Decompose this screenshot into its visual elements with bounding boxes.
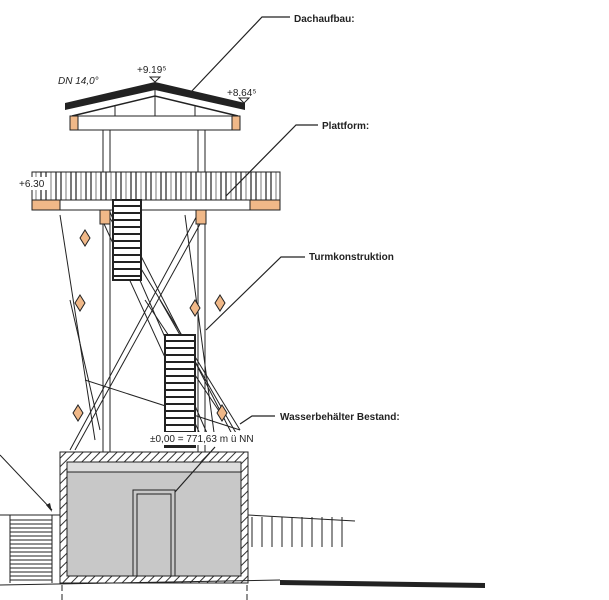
- brace: [59, 214, 96, 441]
- brace: [74, 214, 206, 451]
- timber-connector: [216, 404, 228, 422]
- tower-bracing: [59, 209, 241, 451]
- level-eave: +8.64⁵: [227, 88, 256, 99]
- level-platform-box: [17, 177, 50, 190]
- timber-connector: [74, 294, 86, 312]
- left-arrow-leader: [0, 454, 53, 511]
- left-stair: [0, 514, 60, 583]
- upper-stair: [112, 199, 142, 281]
- label-tower: Turmkonstruktion: [309, 252, 394, 263]
- brace: [159, 299, 241, 441]
- level-ridge: +9.19⁵: [137, 65, 166, 76]
- level-zero: ±0,00 = 771,63 m ü NN: [150, 434, 254, 445]
- level-marker-icon: [237, 97, 251, 104]
- label-roof: Dachaufbau:: [294, 14, 355, 25]
- timber-block: [69, 115, 79, 131]
- platform-floor: [31, 199, 281, 225]
- tank-door: [132, 489, 176, 577]
- right-terrain: [0, 514, 485, 588]
- brace: [69, 209, 201, 451]
- label-platform: Plattform:: [322, 121, 369, 132]
- platform-railing: [31, 171, 281, 201]
- timber-connector: [189, 299, 201, 317]
- brace: [184, 214, 216, 441]
- water-tank: [59, 451, 249, 584]
- brace: [84, 379, 241, 431]
- timber-connector: [72, 404, 84, 422]
- label-tank: Wasserbehälter Bestand:: [280, 412, 400, 423]
- roof-structure: [65, 76, 251, 131]
- level-zero-box: [148, 432, 248, 445]
- brace: [69, 299, 101, 431]
- level-platform: +6.30: [19, 179, 45, 190]
- label-leaders: [174, 16, 318, 493]
- arrow-head-icon: [46, 503, 52, 512]
- timber-connector: [214, 294, 226, 312]
- timber-block: [231, 115, 241, 131]
- timber-connector: [79, 229, 91, 247]
- lower-stair: [164, 334, 196, 448]
- roof-pitch: DN 14,0°: [58, 76, 99, 87]
- level-marker-icon: [148, 76, 162, 83]
